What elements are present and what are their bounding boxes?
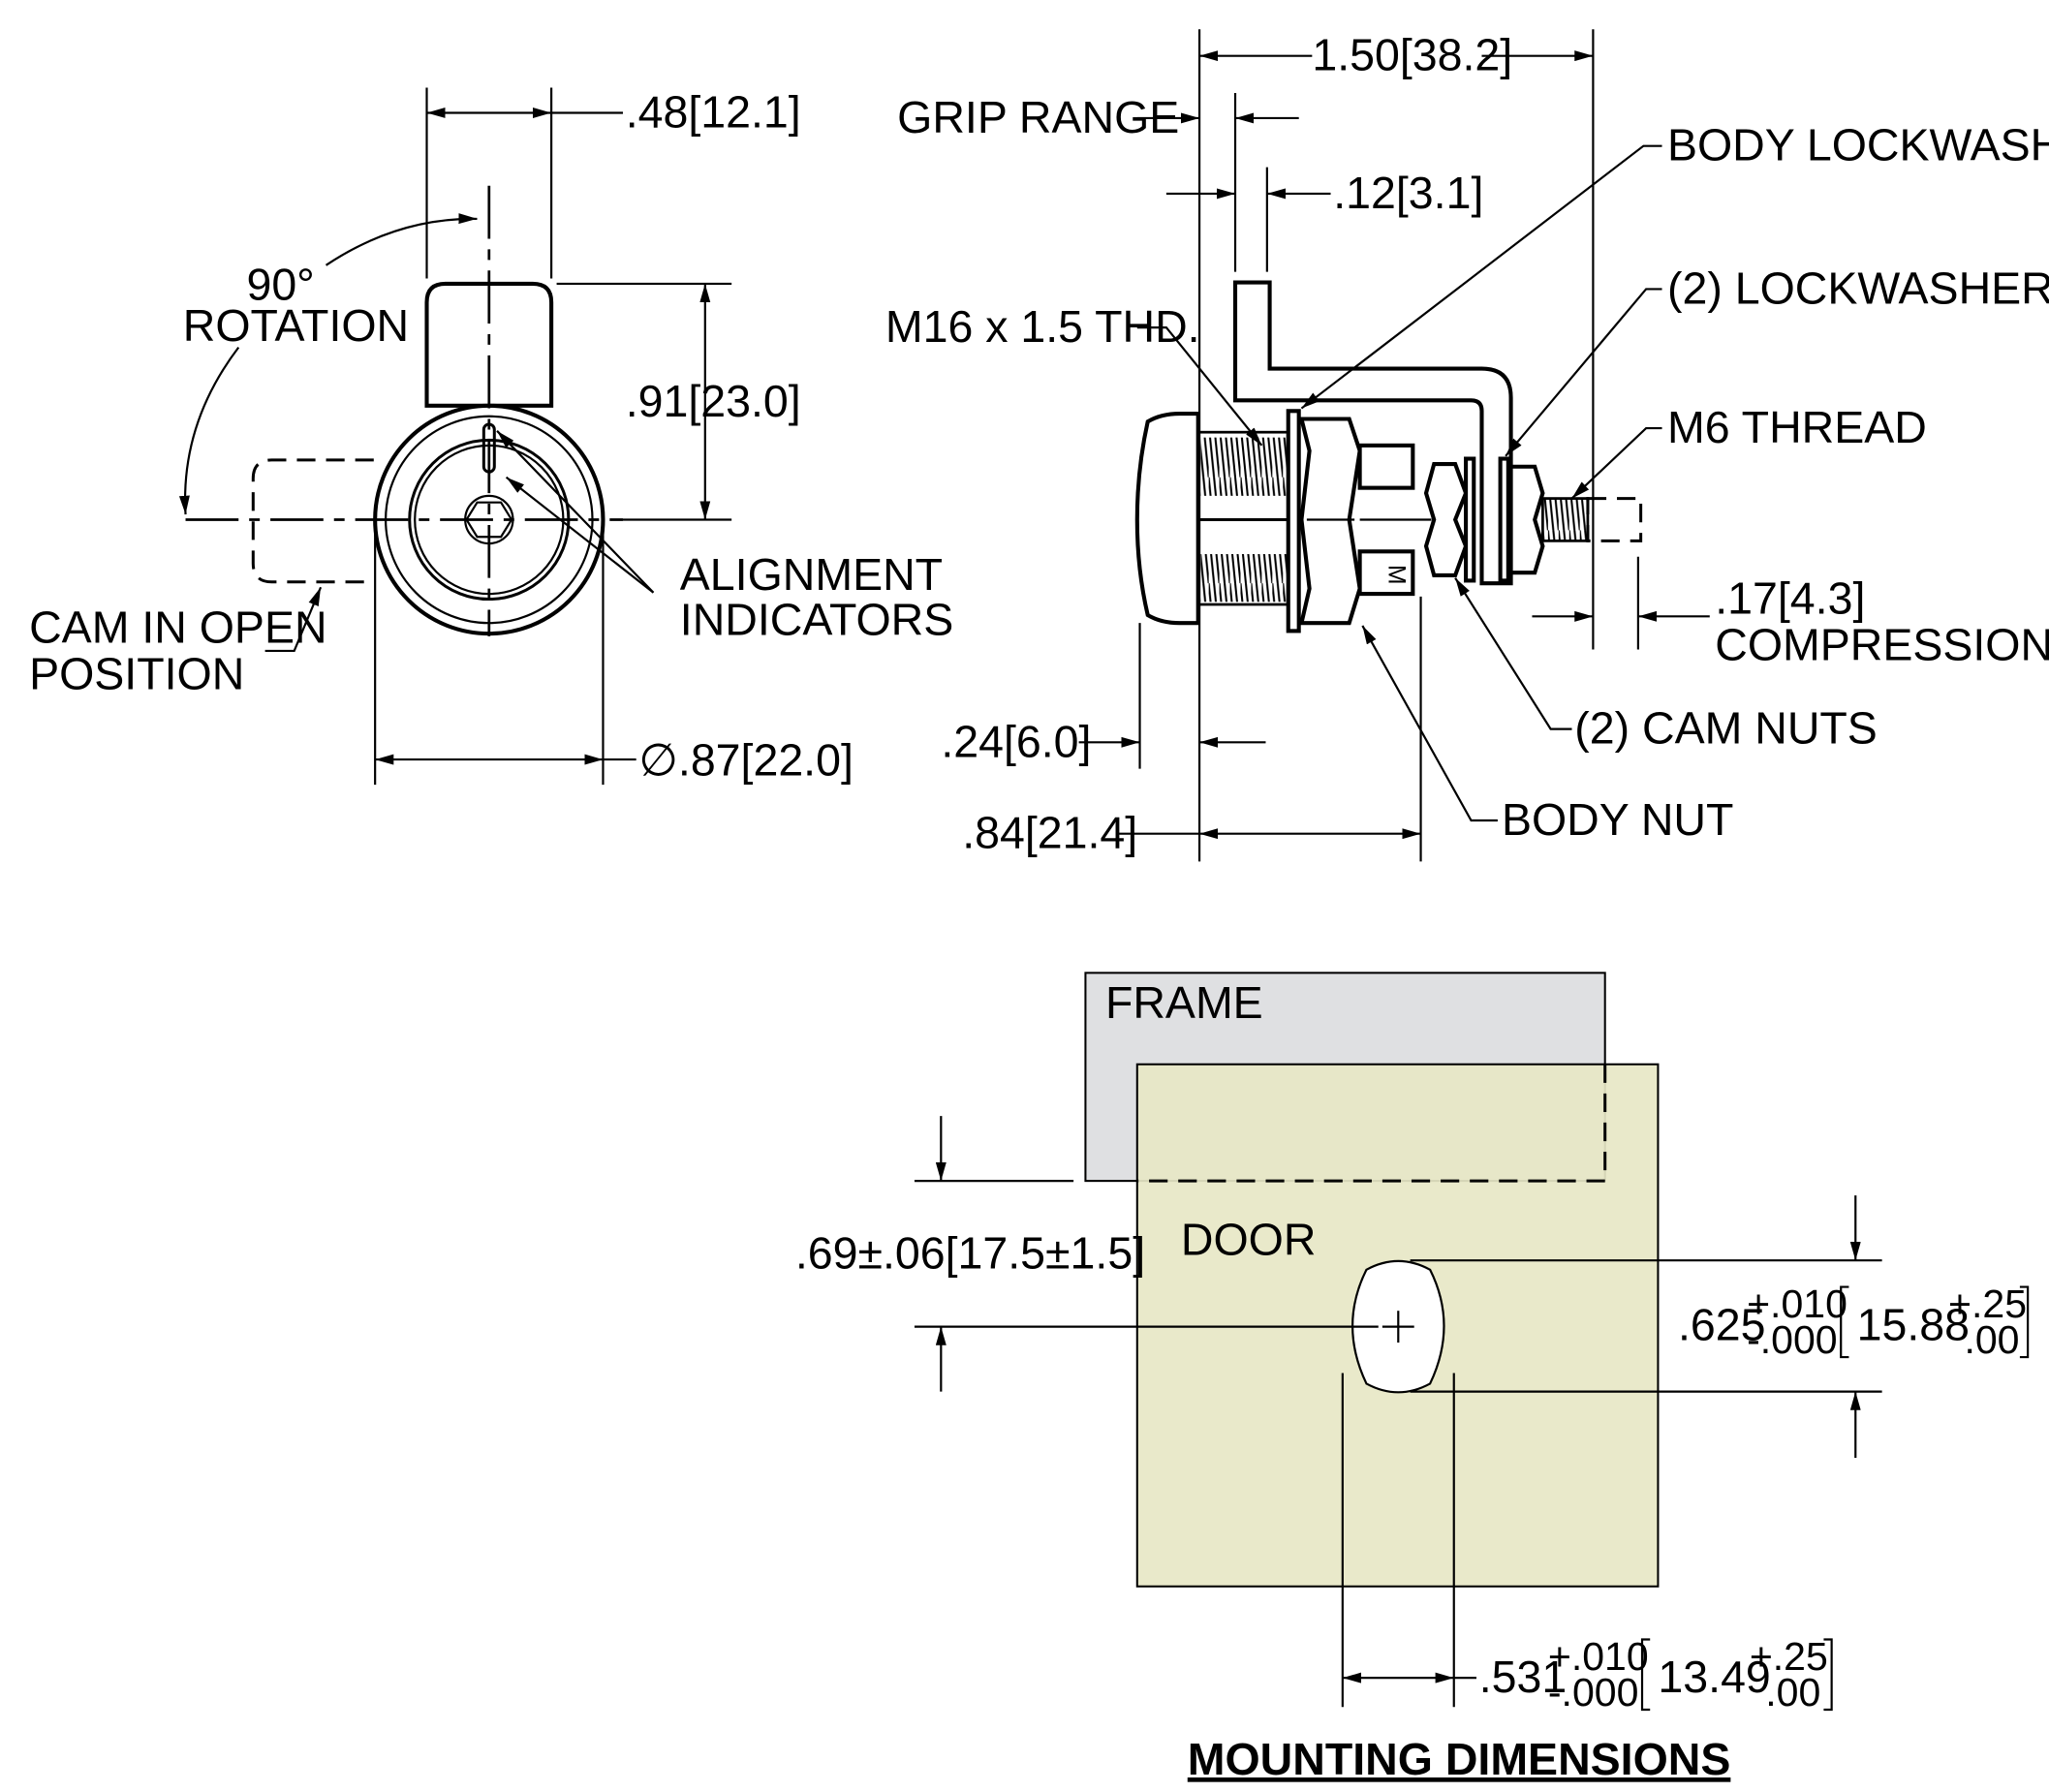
frame-label: FRAME	[1105, 977, 1263, 1028]
hole-height-main: .625	[1678, 1299, 1766, 1349]
m6-thread-label: M6 THREAD	[1667, 402, 1927, 452]
head-dim: .24[6.0]	[941, 716, 1091, 766]
mounting-dimensions: FRAME DOOR .69±.06[17.5±1.5] .625 +.010 …	[795, 972, 2030, 1784]
front-diameter-dim: ∅.87[22.0]	[638, 735, 854, 786]
alignment-label: ALIGNMENT	[680, 549, 943, 600]
lock-head	[1134, 411, 1200, 626]
hole-width-tol-plus: +.010	[1548, 1634, 1649, 1679]
cam-nut	[1423, 461, 1469, 577]
mounting-dimensions-title: MOUNTING DIMENSIONS	[1188, 1734, 1731, 1784]
compression-label: COMPRESSION	[1715, 619, 2049, 669]
rotation-label: ROTATION	[183, 300, 409, 351]
overall-length-dim: 1.50[38.2]	[1312, 30, 1512, 80]
grip-dim: .12[3.1]	[1333, 168, 1483, 218]
hole-height-tol-minus: -.000	[1747, 1317, 1838, 1362]
front-view: .48[12.1] .91[23.0] 90° ROTATION ∅.87[22…	[29, 87, 953, 786]
hole-height-metric-plus: +.25	[1948, 1282, 2027, 1326]
hole-height-metric-minus: .00	[1964, 1317, 2019, 1362]
lockwashers-label: (2) LOCKWASHERS	[1667, 263, 2049, 313]
outer-cam-nut	[1508, 464, 1545, 575]
hole-width-metric: 13.49	[1658, 1652, 1770, 1702]
svg-text:M: M	[1383, 565, 1410, 585]
grip-range-label: GRIP RANGE	[897, 92, 1179, 142]
offset-dim: .69±.06[17.5±1.5]	[795, 1227, 1145, 1278]
hole-width-metric-minus: .00	[1765, 1670, 1820, 1715]
rotation-degree-label: 90°	[246, 259, 314, 309]
body-nut-label: BODY NUT	[1502, 794, 1733, 845]
compression-dim: .17[4.3]	[1715, 573, 1865, 624]
hole-height-metric: 15.88	[1857, 1299, 1970, 1349]
front-height-dim: .91[23.0]	[626, 376, 801, 426]
cam-position-label: POSITION	[29, 649, 244, 699]
side-view: M 1.50[38.2] GRIP RANGE .12[3.1] BODY LO…	[885, 29, 2049, 862]
cam-open-label: CAM IN OPEN	[29, 602, 326, 653]
front-width-dim: .48[12.1]	[626, 87, 801, 138]
hole-width-metric-plus: +.25	[1750, 1634, 1828, 1679]
body-dim: .84[21.4]	[962, 808, 1137, 858]
cam-open-outline	[251, 458, 374, 584]
cam-nuts-label: (2) CAM NUTS	[1574, 703, 1878, 754]
door-label: DOOR	[1181, 1215, 1317, 1265]
cam-arm	[1232, 280, 1513, 586]
m6-stud	[1541, 497, 1590, 542]
hole-height-tol-plus: +.010	[1747, 1282, 1847, 1326]
thread-label: M16 x 1.5 THD.	[885, 301, 1200, 352]
hole-width-main: .531	[1479, 1652, 1568, 1702]
hole-width-tol-minus: -.000	[1548, 1670, 1639, 1715]
indicators-label: INDICATORS	[680, 594, 953, 644]
body-nut	[1298, 417, 1362, 626]
body-lockwasher-label: BODY LOCKWASHER	[1667, 120, 2049, 170]
body-lockwasher	[1286, 409, 1301, 633]
